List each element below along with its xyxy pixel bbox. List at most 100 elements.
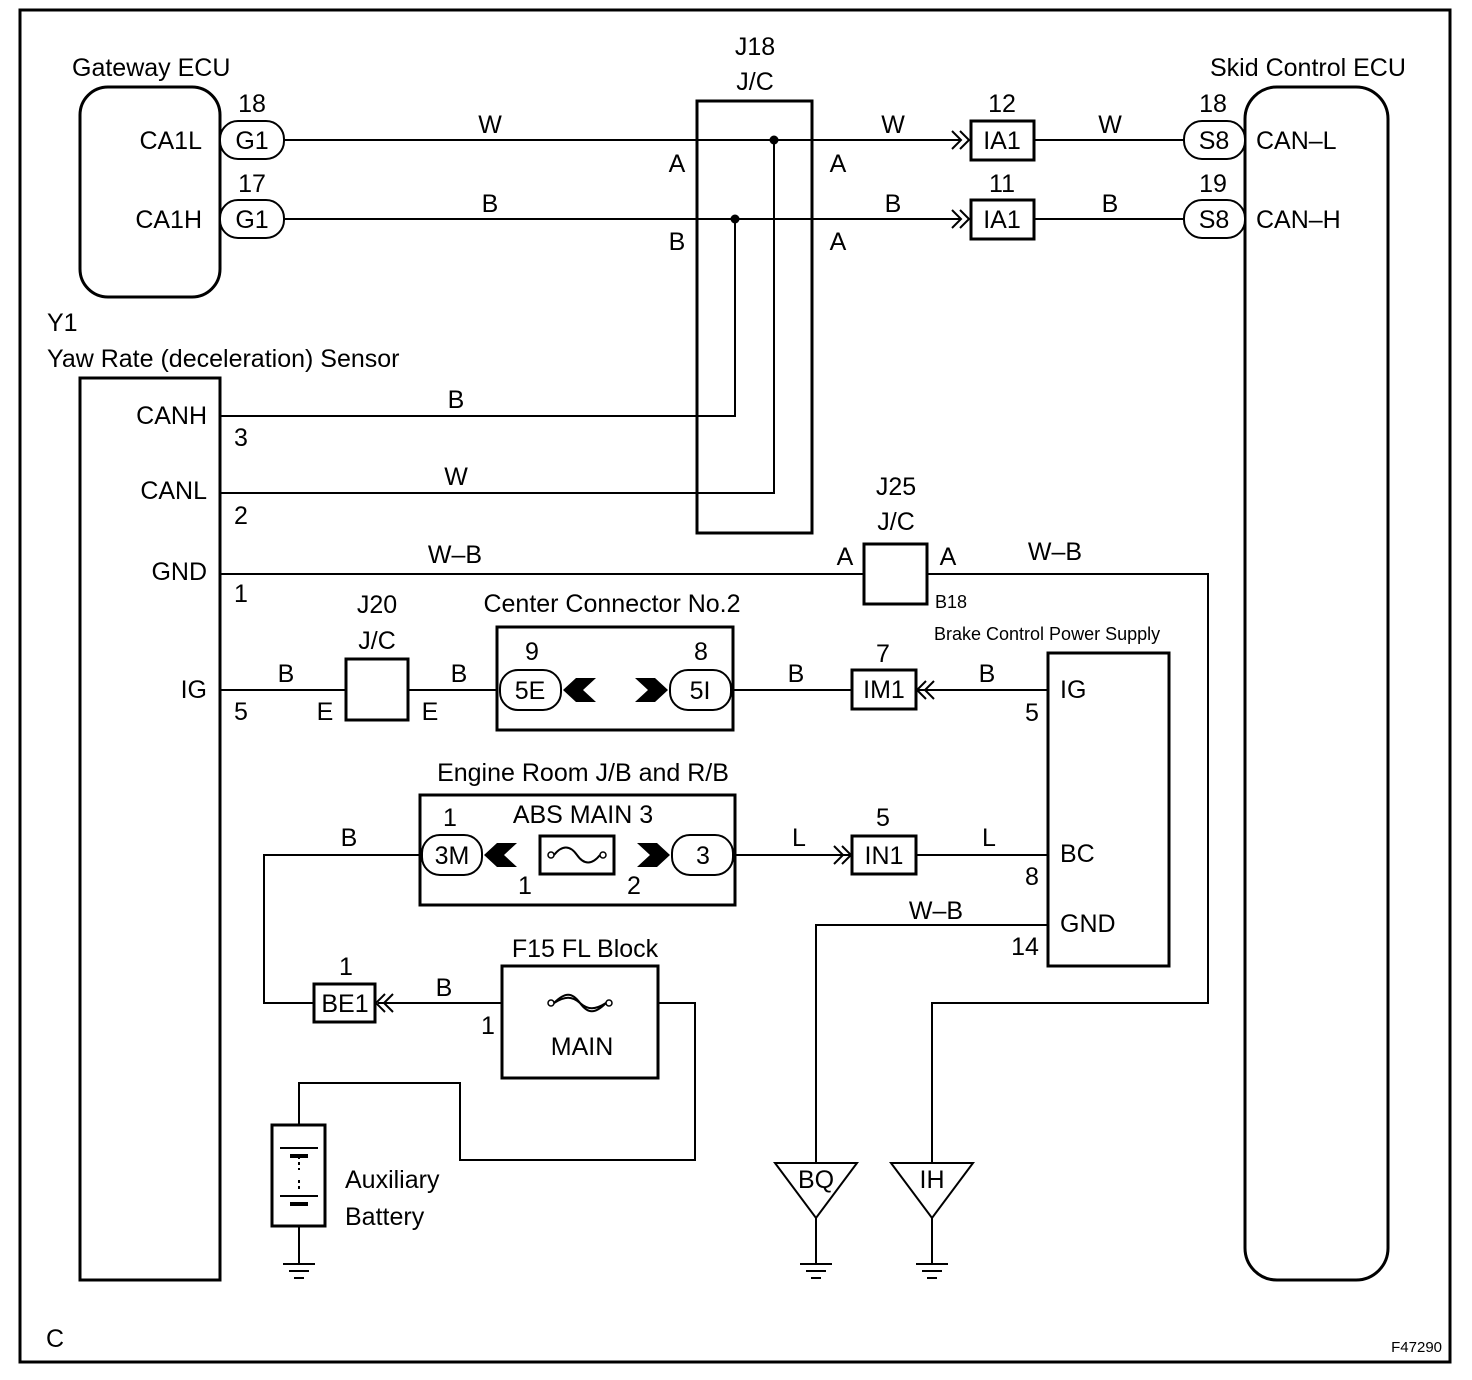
fl-block-title: F15 FL Block [512, 935, 659, 963]
wire-color-b-ig-2: B [451, 660, 468, 688]
cc-pin-8: 8 [694, 638, 708, 666]
im1-arrow-2 [923, 680, 935, 700]
y1-pinnum-5: 5 [234, 698, 248, 726]
bp-pinnum-14: 14 [1011, 933, 1039, 961]
gateway-pin-ca1h: CA1H [135, 206, 202, 234]
j25-pin-a-right: A [940, 543, 957, 571]
label-3: 3 [696, 842, 710, 870]
wire-color-b-2: B [885, 190, 902, 218]
ground-point-ih [889, 1162, 975, 1220]
y1-pinnum-3: 3 [234, 424, 248, 452]
connector-g1-top [219, 120, 285, 160]
diagram-frame [18, 8, 1452, 1364]
connector-ia1-bottom [969, 198, 1036, 241]
j25-type: J/C [877, 508, 915, 536]
j25-pin-a-left: A [837, 543, 854, 571]
j18-type: J/C [736, 68, 774, 96]
wire-color-w-1: W [478, 111, 502, 139]
connector-s8-bottom [1183, 199, 1246, 239]
wires [220, 139, 1209, 1264]
connector-im1 [850, 668, 918, 711]
wire-color-wb-j25: W–B [1028, 538, 1082, 566]
ia1-arrow-top-2 [959, 130, 971, 150]
label-be1: BE1 [321, 990, 368, 1018]
j20-box [344, 657, 410, 722]
brake-power-body [1046, 651, 1171, 968]
j25-code: J25 [876, 473, 916, 501]
j20-code: J20 [357, 591, 397, 619]
be1-pin-1: 1 [339, 953, 353, 981]
wire-color-b-be1: B [436, 974, 453, 1002]
y1-pin-canh: CANH [136, 402, 207, 430]
wire-j18-canh-drop [220, 219, 736, 417]
wire-color-w-canl: W [444, 463, 468, 491]
wire-color-wb-gnd: W–B [428, 541, 482, 569]
ia1-label-top: IA1 [983, 127, 1021, 155]
g1-label-top: G1 [235, 127, 268, 155]
y1-pinnum-1: 1 [234, 580, 248, 608]
center-connector-title: Center Connector No.2 [483, 590, 740, 618]
bp-pin-ig: IG [1060, 676, 1086, 704]
connector-3 [671, 834, 734, 876]
fuse-abs-main-3-label: ABS MAIN 3 [513, 801, 653, 829]
fuse-pin-1: 1 [518, 872, 532, 900]
battery-label-1: Auxiliary [345, 1166, 440, 1194]
skid-ecu-body [1243, 85, 1390, 1282]
fuse-icon [547, 846, 607, 864]
wire-color-l-2: L [982, 824, 996, 852]
wire-color-b-3: B [1102, 190, 1119, 218]
wire-color-b-canh: B [448, 386, 465, 414]
er-arrow-right [637, 843, 670, 867]
in1-arrow-1 [833, 845, 845, 865]
ground-icon-battery [282, 1239, 316, 1279]
j18-pin-a-right-1: A [830, 150, 847, 178]
wire-color-wb-bp: W–B [909, 897, 963, 925]
fl-fuse-main: MAIN [551, 1033, 614, 1061]
y1-name: Yaw Rate (deceleration) Sensor [47, 345, 400, 373]
ground-label-bq: BQ [798, 1166, 834, 1194]
j18-box [695, 99, 814, 535]
ground-point-bq [773, 1162, 859, 1220]
er-arrow-left [484, 843, 517, 867]
skid-pin-can-h: CAN–H [1256, 206, 1341, 234]
er-pin-1: 1 [443, 804, 457, 832]
y1-body [78, 376, 222, 1282]
y1-pin-ig: IG [181, 676, 207, 704]
battery-cells [280, 1147, 318, 1206]
wire-color-b-1: B [482, 190, 499, 218]
in1-pin-5: 5 [876, 804, 890, 832]
bp-pin-bc: BC [1060, 840, 1095, 868]
j20-pin-e-left: E [317, 698, 334, 726]
im1-arrow-1 [915, 680, 927, 700]
bp-pinnum-8: 8 [1025, 863, 1039, 891]
be1-arrow-1 [374, 993, 386, 1013]
g1-label-bottom: G1 [235, 206, 268, 234]
gateway-ecu-body [78, 85, 222, 299]
j18-pin-a-left: A [669, 150, 686, 178]
ia1-label-bottom: IA1 [983, 206, 1021, 234]
label-in1: IN1 [865, 842, 904, 870]
j18-code: J18 [735, 33, 775, 61]
j20-type: J/C [358, 627, 396, 655]
bp-pinnum-5: 5 [1025, 699, 1039, 727]
ia1-arrow-bottom [951, 209, 963, 229]
fuse-pin-2: 2 [627, 872, 641, 900]
fl-pin-1: 1 [481, 1012, 495, 1040]
wire-j25-ih [927, 573, 1209, 1163]
connector-5i [669, 669, 732, 711]
j25-sub-code: B18 [935, 592, 967, 612]
figure-id: F47290 [1391, 1339, 1442, 1356]
ia1-arrow-bottom-2 [959, 209, 971, 229]
brake-power-title: Brake Control Power Supply [934, 624, 1160, 644]
ia1-arrow-top [951, 130, 963, 150]
skid-ecu-title: Skid Control ECU [1210, 54, 1406, 82]
wire-color-b-ig-4: B [979, 660, 996, 688]
ia1-pin-11: 11 [989, 170, 1015, 198]
j18-pin-a-right-2: A [830, 228, 847, 256]
ground-icon-bq [799, 1239, 833, 1279]
y1-pinnum-2: 2 [234, 502, 248, 530]
j18-pin-b-left: B [669, 228, 686, 256]
gateway-pin-ca1l: CA1L [139, 127, 202, 155]
g1-pin-18: 18 [238, 90, 266, 118]
fusible-link-icon [547, 993, 613, 1013]
